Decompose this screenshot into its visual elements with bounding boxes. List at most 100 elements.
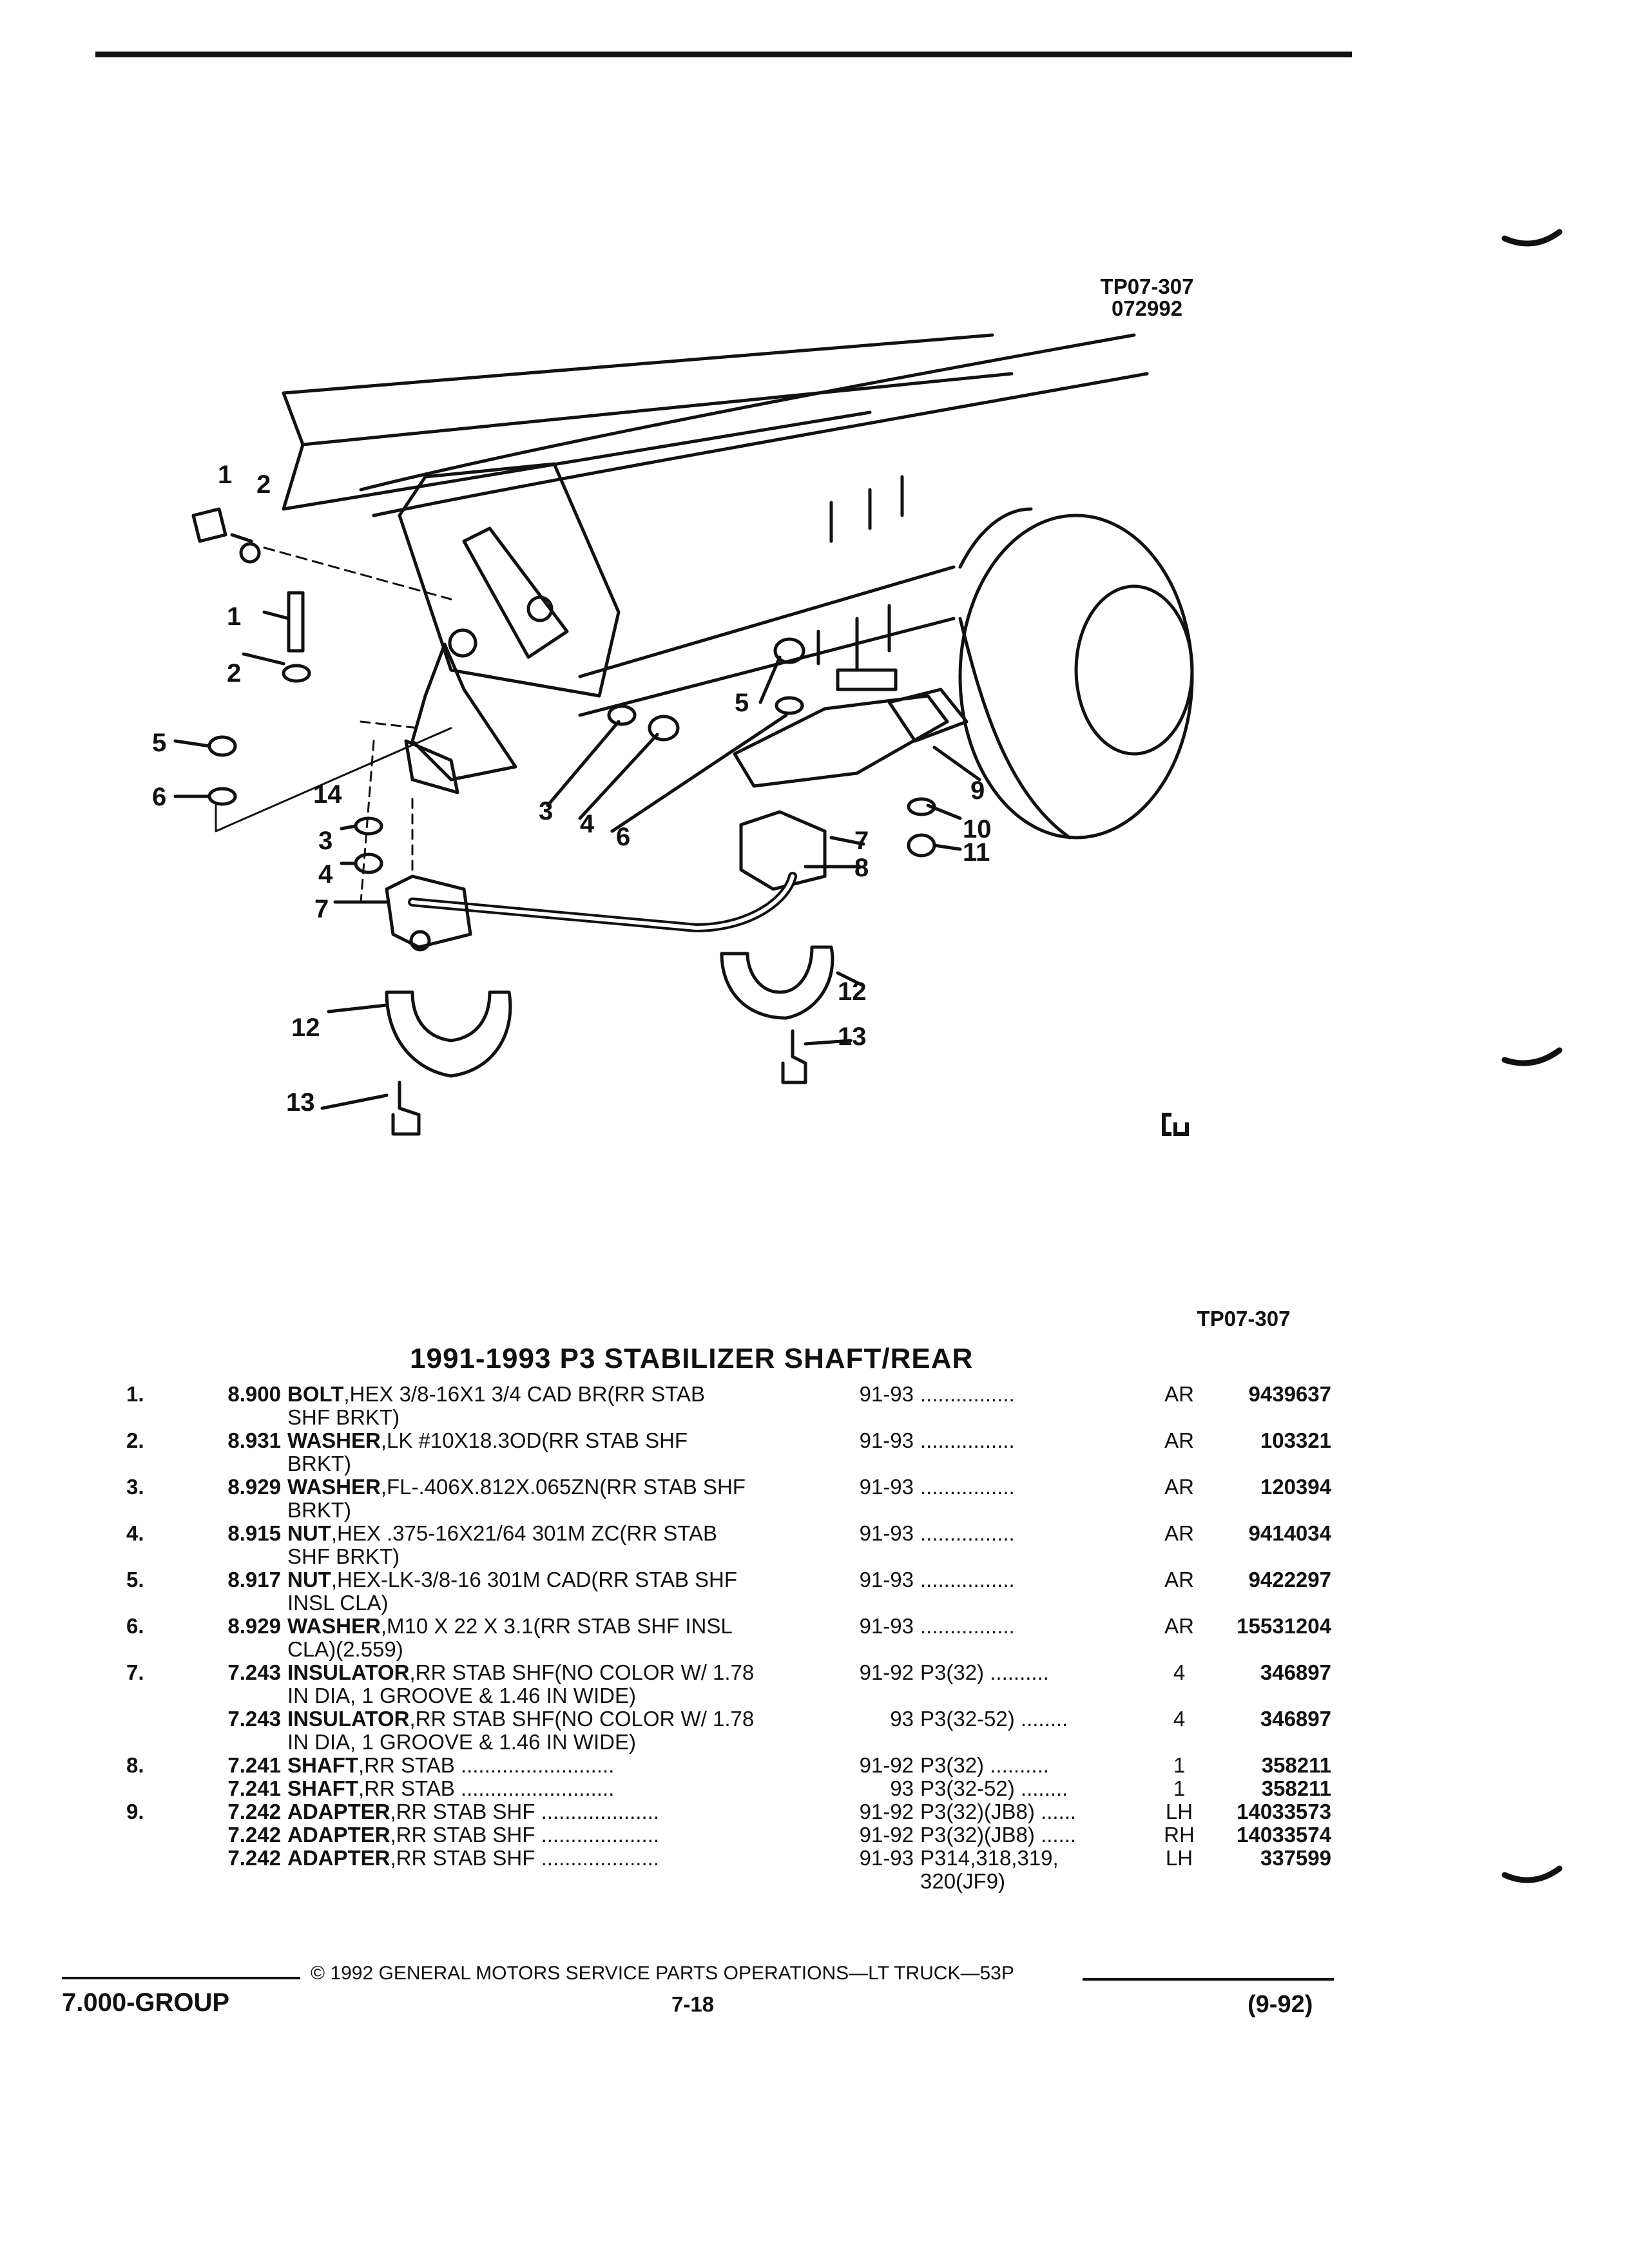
callout-7-left: 7	[314, 895, 329, 923]
leaf-spring-bottom	[372, 372, 1149, 517]
years: 93	[890, 1707, 914, 1731]
callout-7-right: 7	[854, 827, 869, 855]
callout-4-left: 4	[318, 860, 333, 889]
model-leader: ................	[920, 1614, 1015, 1638]
footer-page-number: 7-18	[671, 1992, 715, 2016]
part-number: 15531204	[1237, 1614, 1331, 1638]
group-code: 7.243	[227, 1707, 281, 1731]
group-code: 7.243	[227, 1660, 281, 1684]
quantity: AR	[1164, 1428, 1194, 1452]
washer-6-left	[207, 787, 237, 806]
part-number: 337599	[1260, 1846, 1331, 1870]
nut-5-right	[773, 637, 805, 664]
quantity: 1	[1173, 1753, 1186, 1777]
quantity: AR	[1164, 1475, 1194, 1499]
scan-mark-3	[1501, 1865, 1563, 1883]
years: 91-93	[859, 1614, 914, 1638]
callout-8: 8	[854, 854, 869, 882]
model: P3(32) ..........	[920, 1660, 1049, 1684]
callout-5-right: 5	[735, 689, 749, 717]
part-number: 14033573	[1237, 1800, 1331, 1823]
frame-rail-top-edge	[282, 333, 994, 395]
group-code: 8.900	[227, 1382, 281, 1406]
callout-11: 11	[963, 838, 990, 867]
years: 93	[890, 1776, 914, 1800]
callout-1-lower: 1	[227, 602, 241, 631]
callout-6-right: 6	[616, 823, 630, 851]
quantity: RH	[1164, 1823, 1195, 1847]
quantity: 4	[1173, 1707, 1186, 1731]
group-code: 7.241	[227, 1776, 281, 1800]
model: P3(32)(JB8) ......	[920, 1823, 1077, 1847]
years: 91-92	[859, 1753, 914, 1777]
years: 91-93	[859, 1846, 914, 1870]
nut-4-right	[648, 715, 680, 742]
diagram-code: TP07-307	[1100, 274, 1194, 298]
callout-14: 14	[313, 780, 342, 809]
callout-13-right: 13	[838, 1023, 867, 1051]
frame-rail-edge	[301, 372, 1014, 447]
bolt-1-lower	[287, 591, 305, 653]
scan-mark-1	[1501, 229, 1563, 247]
years: 91-93	[859, 1428, 914, 1452]
callout-2-upper: 2	[256, 470, 271, 499]
quantity: AR	[1164, 1614, 1194, 1638]
clamp-right	[720, 945, 834, 1020]
item-number: 2.	[126, 1428, 144, 1452]
callout-13-left: 13	[286, 1088, 315, 1117]
part-number: 358211	[1261, 1753, 1331, 1777]
callout-9: 9	[970, 776, 985, 805]
footer-group: 7.000-GROUP	[62, 1988, 230, 2017]
axle-tube-bottom	[578, 617, 956, 717]
item-number: 8.	[126, 1753, 144, 1777]
model-leader: ................	[920, 1521, 1015, 1545]
model: P3(32-52) ........	[920, 1707, 1068, 1731]
part-number: 346897	[1260, 1707, 1331, 1731]
top-rule	[95, 52, 1352, 57]
insulator-left	[385, 874, 472, 949]
part-number: 9414034	[1248, 1521, 1331, 1545]
group-code: 8.915	[227, 1521, 281, 1545]
years: 91-92	[859, 1800, 914, 1823]
model-leader: ................	[920, 1475, 1015, 1499]
bolt-13-right	[781, 1029, 807, 1084]
quantity: AR	[1164, 1568, 1194, 1591]
frame-bracket	[398, 462, 621, 698]
years: 91-92	[859, 1660, 914, 1684]
adapter-plate	[733, 694, 949, 788]
item-number: 3.	[126, 1475, 144, 1499]
part-description: ADAPTER,RR STAB SHF ....................	[287, 1800, 659, 1823]
diagram-code-header: TP07-307 072992	[1095, 276, 1199, 320]
bolt-1-upper	[191, 507, 253, 543]
item-number: 6.	[126, 1614, 144, 1638]
part-number: 103321	[1260, 1428, 1331, 1452]
group-code: 7.242	[227, 1846, 281, 1870]
diagram-date: 072992	[1111, 296, 1183, 320]
callout-3-right: 3	[539, 797, 553, 825]
callout-10: 10	[963, 815, 992, 843]
footer-rule-right	[1083, 1978, 1334, 1981]
washer-2-lower	[282, 664, 311, 683]
years: 91-93	[859, 1568, 914, 1591]
callout-2-lower: 2	[227, 659, 241, 687]
model-leader: ................	[920, 1428, 1015, 1452]
axle-tube-top	[578, 565, 956, 678]
callout-12-left: 12	[291, 1014, 320, 1042]
quantity: 4	[1173, 1660, 1186, 1684]
lower-bracket	[410, 642, 517, 782]
washer-3-right	[607, 704, 637, 726]
bolt-13-left	[391, 1081, 421, 1136]
item-number: 9.	[126, 1800, 144, 1823]
part-number: 14033574	[1237, 1823, 1331, 1847]
years: 91-93	[859, 1475, 914, 1499]
washer-6-right	[775, 696, 804, 715]
page-title: 1991-1993 P3 STABILIZER SHAFT/REAR	[410, 1343, 974, 1374]
insulator-right	[739, 810, 827, 891]
model: P3(32-52) ........	[920, 1776, 1068, 1800]
years: 91-93	[859, 1521, 914, 1545]
callout-3-left: 3	[318, 827, 333, 855]
part-description: SHAFT,RR STAB ..........................	[287, 1776, 615, 1800]
group-code: 8.929	[227, 1475, 281, 1499]
